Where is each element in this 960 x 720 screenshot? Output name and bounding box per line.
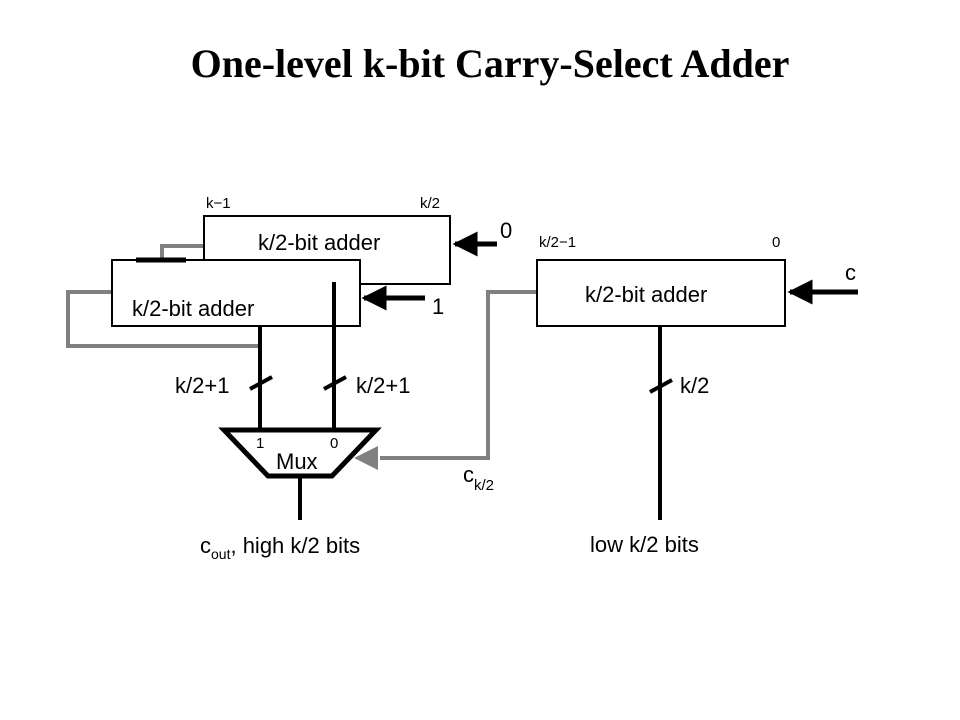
upper-adder-cin0-label: k/2-bit adder xyxy=(258,230,380,255)
low-output-label: low k/2 bits xyxy=(590,532,699,557)
page-title: One-level k-bit Carry-Select Adder xyxy=(190,41,790,86)
low-msb-index-label: k/2−1 xyxy=(539,234,576,251)
mux-input-0-label: 0 xyxy=(330,435,338,452)
mux xyxy=(218,427,382,479)
low-lsb-index-label: 0 xyxy=(772,234,780,251)
select-arrowhead xyxy=(354,446,378,470)
bus-width-right-label: k/2+1 xyxy=(356,373,410,398)
msb-index-label: k−1 xyxy=(206,195,231,212)
low-adder-label: k/2-bit adder xyxy=(585,282,707,307)
upper-adder-gray-wiring xyxy=(66,244,258,348)
high-output-label: cout, high k/2 bits xyxy=(200,533,360,562)
upper-lsb-index-label: k/2 xyxy=(420,195,440,212)
carry-in-1-label: 1 xyxy=(432,294,444,319)
mux-label: Mux xyxy=(276,449,318,474)
carry-in-0-label: 0 xyxy=(500,218,512,243)
mux-input-1-label: 1 xyxy=(256,435,264,452)
bus-slash-left xyxy=(249,375,273,391)
upper-adder-cin1 xyxy=(111,259,361,327)
bus-slash-right xyxy=(323,375,347,391)
bus-width-left-label: k/2+1 xyxy=(175,373,229,398)
select-signal-label: ck/2 xyxy=(463,462,494,494)
carry-in-c-label: c xyxy=(845,260,856,285)
select-signal-wire xyxy=(380,290,537,460)
bus-slash-low xyxy=(649,378,673,394)
upper-adder-cin1-label: k/2-bit adder xyxy=(132,296,254,321)
bus-width-low-label: k/2 xyxy=(680,373,709,398)
